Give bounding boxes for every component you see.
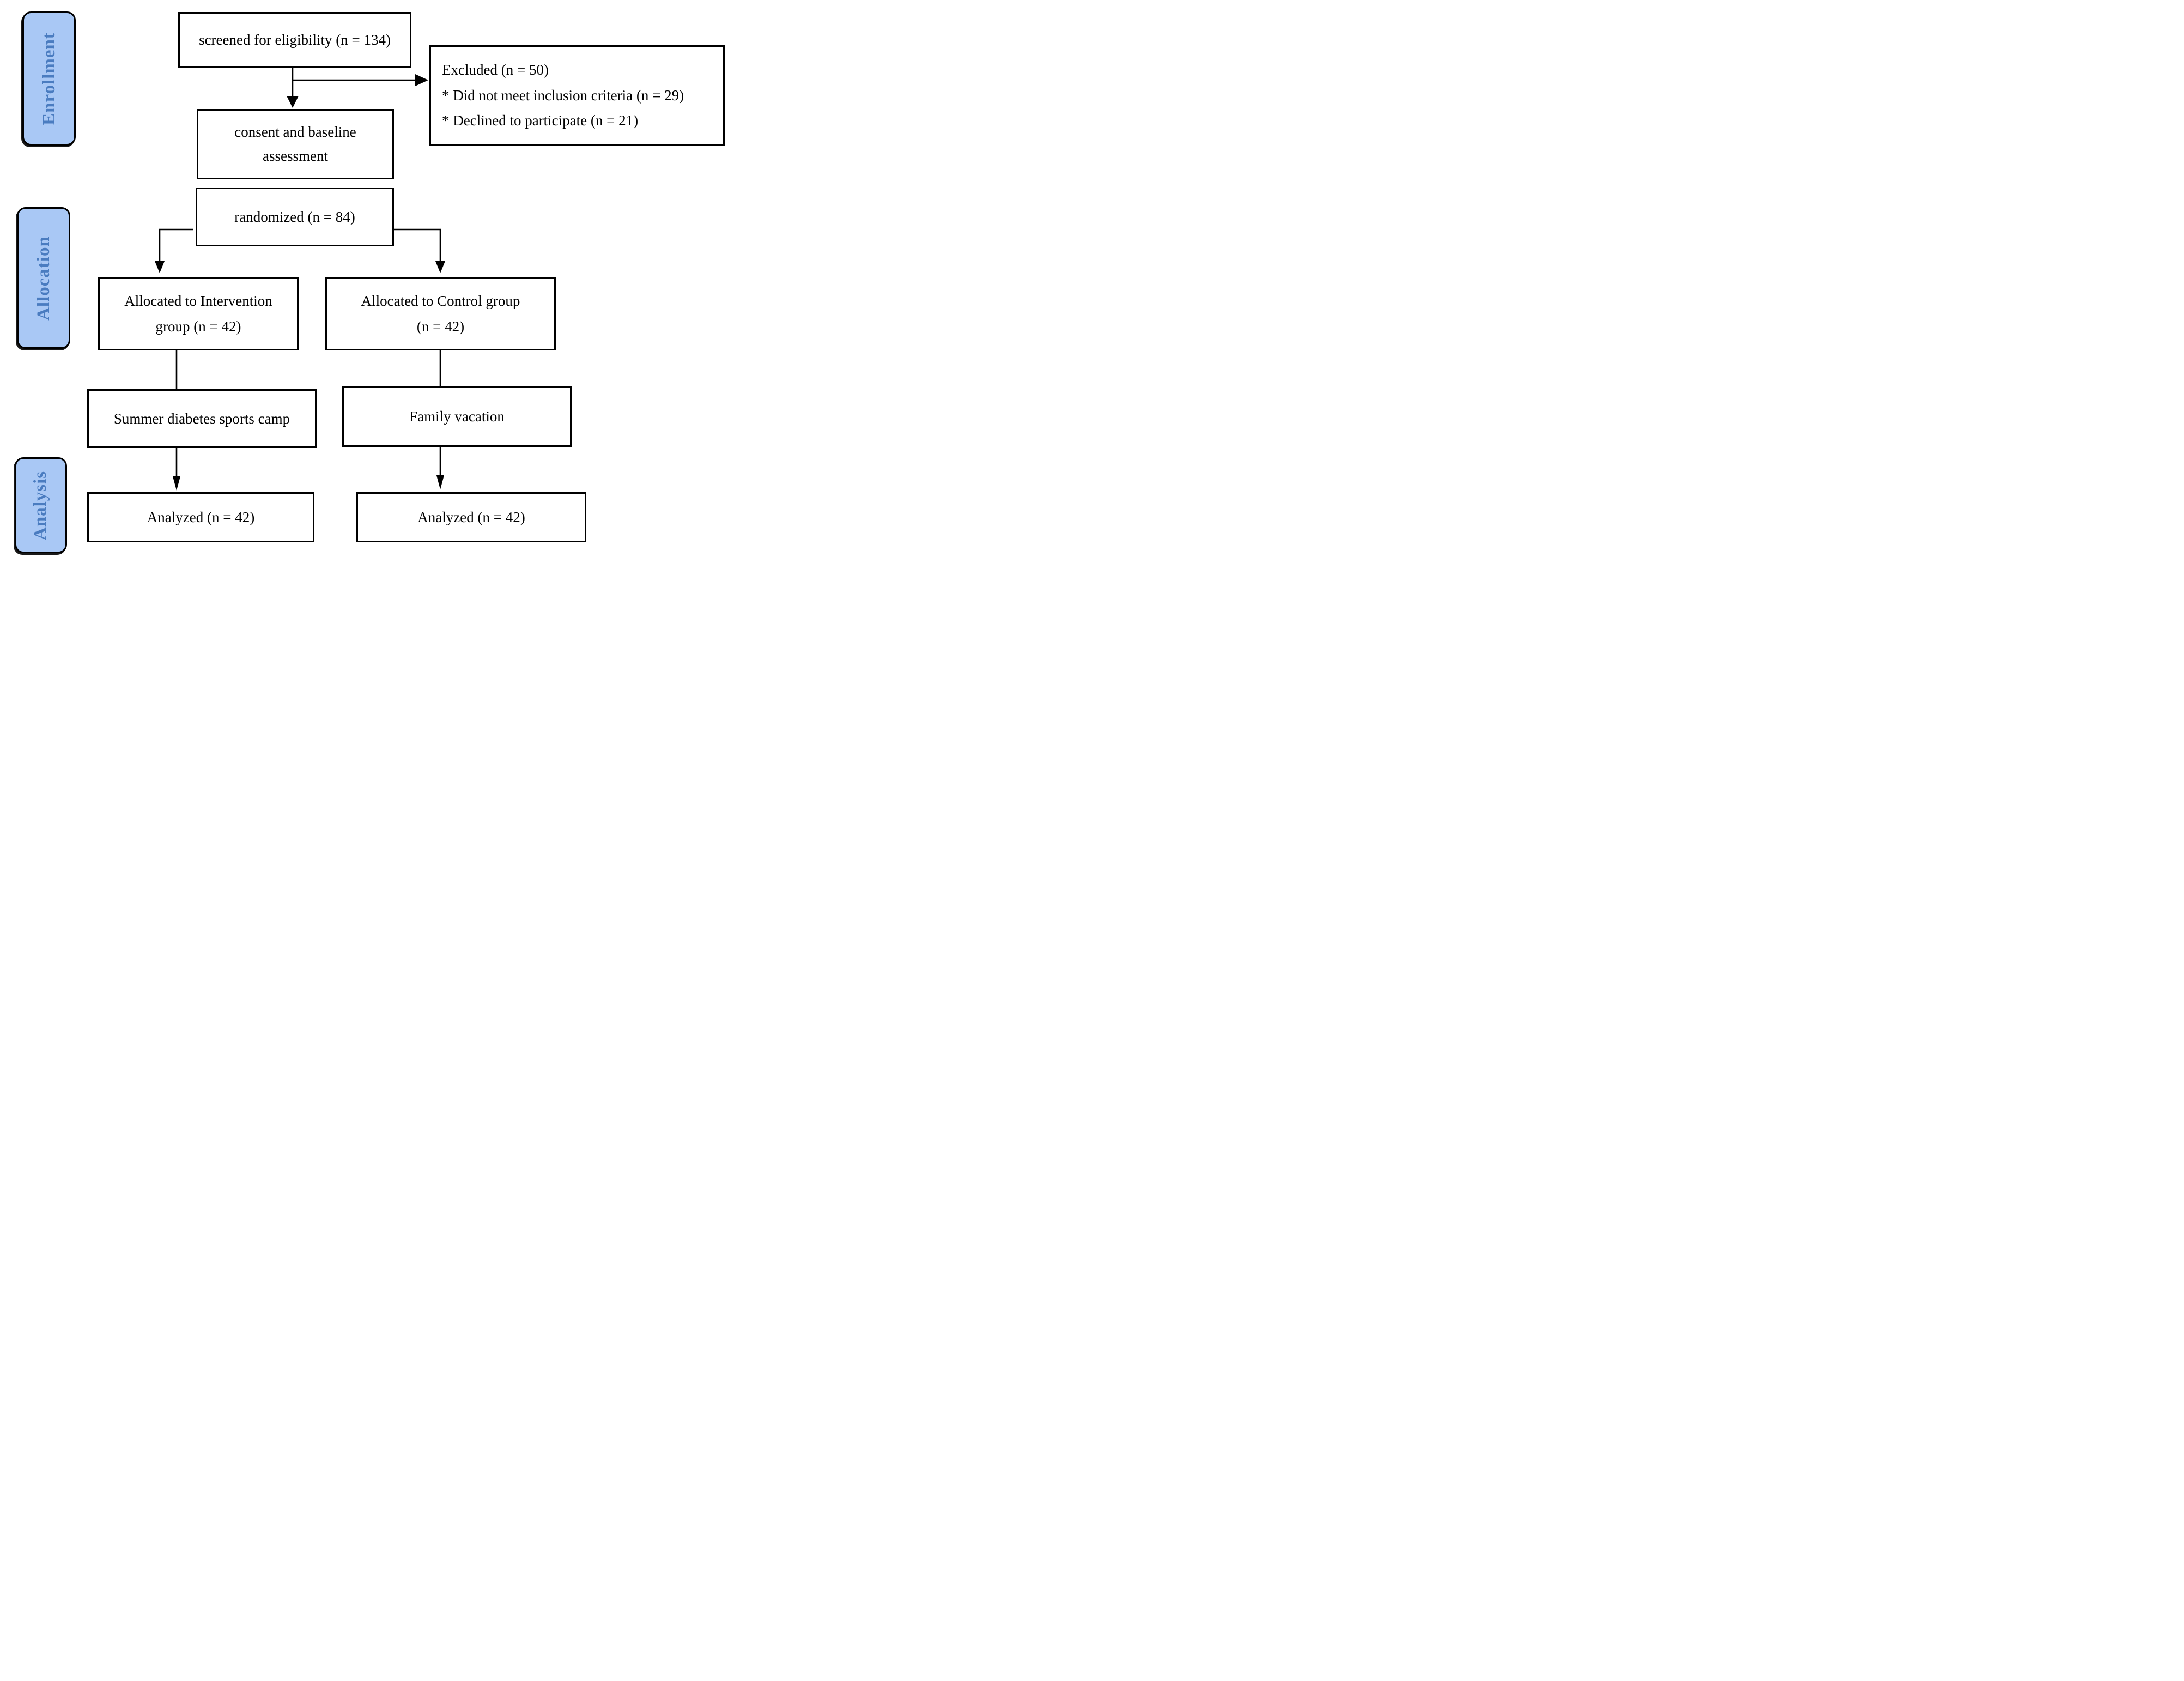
box-camp-text: Summer diabetes sports camp bbox=[113, 410, 290, 427]
stage-box-allocation: Allocation bbox=[17, 207, 70, 349]
box-analyzed-intervention: Analyzed (n = 42) bbox=[87, 492, 314, 542]
box-randomized-text: randomized (n = 84) bbox=[234, 208, 355, 225]
box-allocated-intervention: Allocated to Intervention group (n = 42) bbox=[98, 277, 299, 350]
box-summer-camp: Summer diabetes sports camp bbox=[87, 389, 317, 448]
box-analyzed-control: Analyzed (n = 42) bbox=[356, 492, 586, 542]
box-consent-line-1: consent and baseline bbox=[234, 123, 356, 140]
box-analyzed-left-text: Analyzed (n = 42) bbox=[147, 509, 255, 525]
stage-label-enrollment: Enrollment bbox=[39, 32, 59, 125]
box-excluded-line-1: Excluded (n = 50) bbox=[442, 62, 549, 78]
box-excluded-line-3: * Declined to participate (n = 21) bbox=[442, 112, 639, 129]
arrow-branch-to-excluded bbox=[293, 74, 428, 86]
stage-box-enrollment: Enrollment bbox=[22, 11, 76, 146]
box-intervention-line-2: group (n = 42) bbox=[155, 318, 241, 335]
stage-label-allocation: Allocation bbox=[33, 235, 53, 321]
box-screened-text: screened for eligibility (n = 134) bbox=[199, 31, 391, 48]
box-allocated-control: Allocated to Control group (n = 42) bbox=[325, 277, 556, 350]
box-consent-line-2: assessment bbox=[263, 147, 328, 164]
box-intervention-line-1: Allocated to Intervention bbox=[124, 293, 272, 310]
box-family-vacation: Family vacation bbox=[342, 386, 572, 447]
box-excluded: Excluded (n = 50) * Did not meet inclusi… bbox=[429, 45, 725, 146]
stage-box-analysis: Analysis bbox=[15, 457, 67, 553]
box-analyzed-right-text: Analyzed (n = 42) bbox=[417, 509, 525, 525]
box-control-line-1: Allocated to Control group bbox=[361, 293, 520, 310]
box-randomized: randomized (n = 84) bbox=[196, 188, 394, 246]
stage-label-analysis: Analysis bbox=[31, 470, 51, 540]
box-excluded-line-2: * Did not meet inclusion criteria (n = 2… bbox=[442, 87, 684, 104]
box-screened-for-eligibility: screened for eligibility (n = 134) bbox=[178, 12, 411, 68]
box-consent-baseline: consent and baseline assessment bbox=[197, 109, 394, 179]
arrow-screened-to-consent bbox=[287, 68, 299, 108]
consort-flow-diagram: Enrollment Allocation Analysis screened … bbox=[0, 0, 728, 560]
arrow-randomized-to-intervention bbox=[155, 228, 193, 273]
arrow-vacation-to-analyzed bbox=[436, 447, 444, 489]
box-control-line-2: (n = 42) bbox=[416, 318, 465, 335]
arrow-camp-to-analyzed bbox=[173, 448, 180, 491]
arrow-randomized-to-control bbox=[394, 228, 445, 273]
box-vacation-text: Family vacation bbox=[409, 408, 505, 425]
